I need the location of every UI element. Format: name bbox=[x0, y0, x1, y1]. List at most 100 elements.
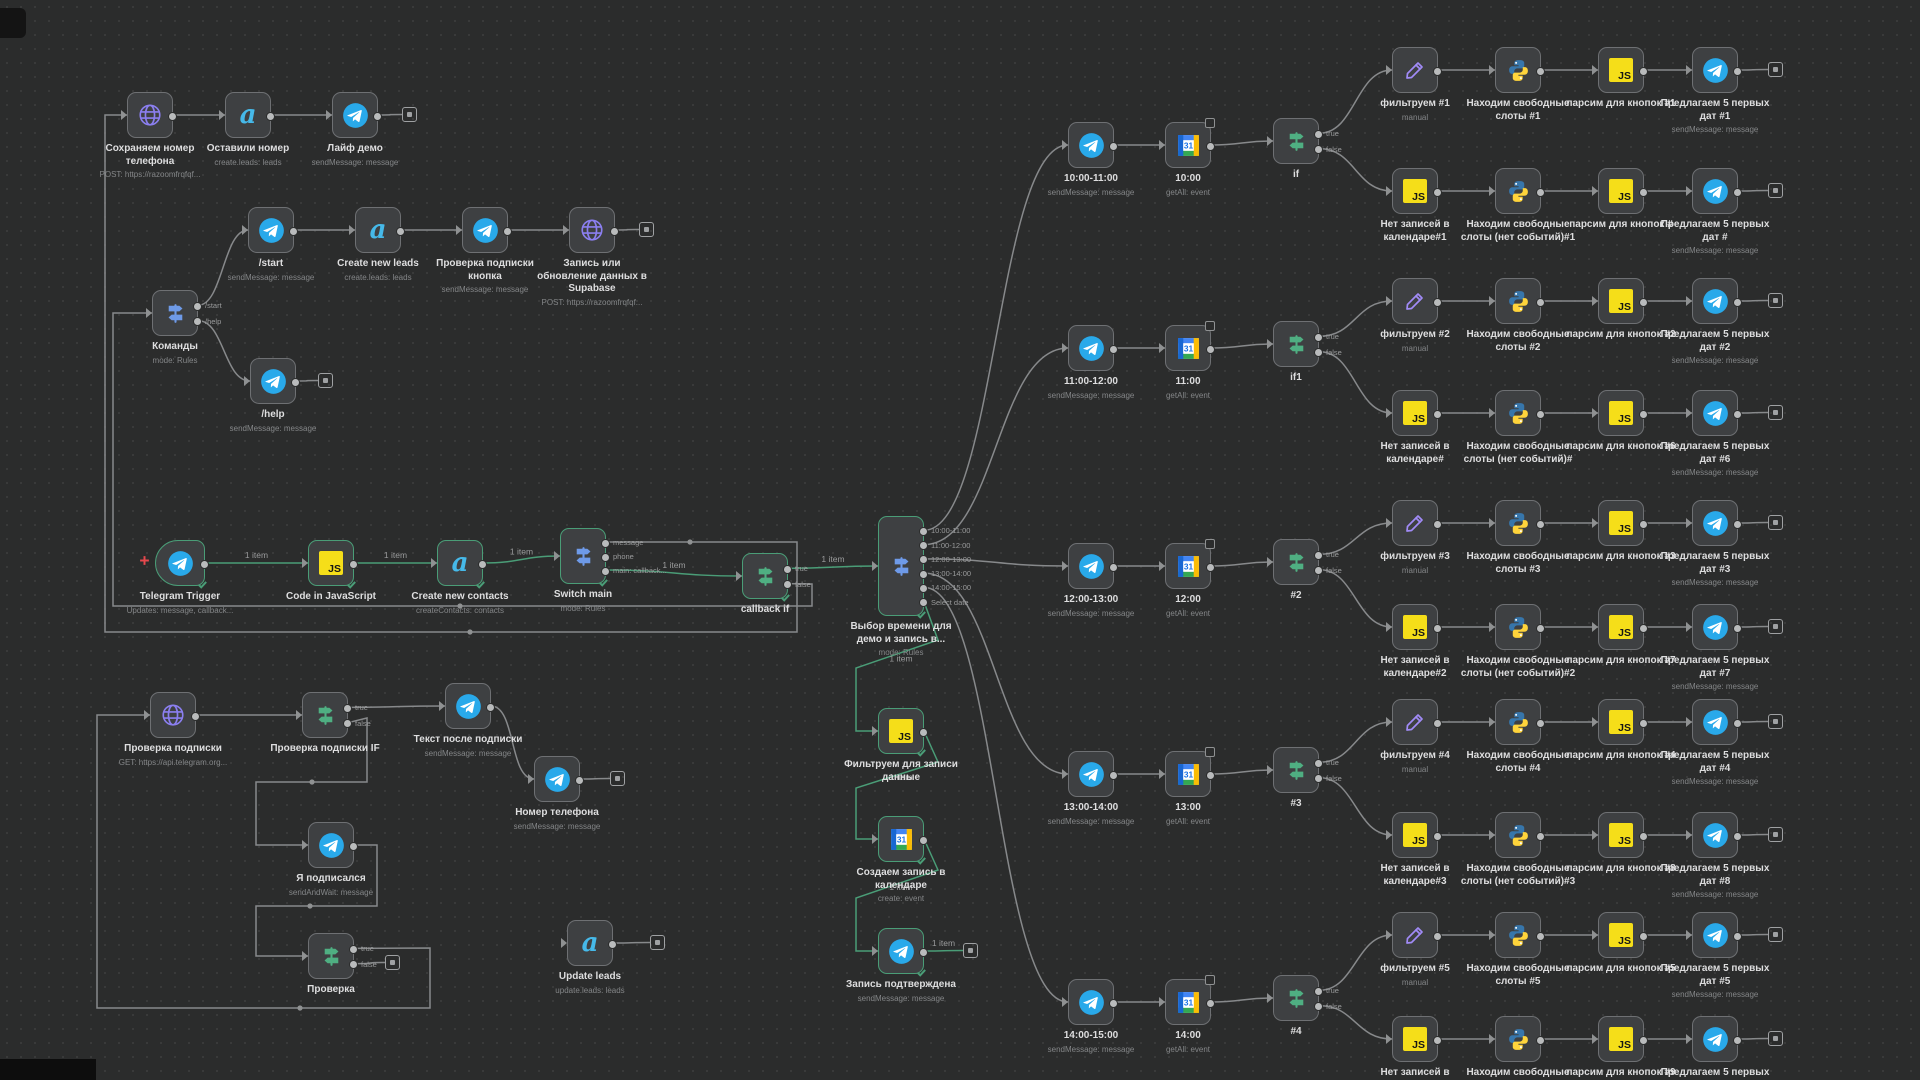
add-node-endpoint[interactable] bbox=[1768, 62, 1783, 77]
output-port[interactable] bbox=[1433, 297, 1442, 307]
output-port[interactable] bbox=[608, 939, 617, 949]
output-port[interactable] bbox=[1639, 297, 1648, 307]
output-port[interactable] bbox=[1639, 623, 1648, 633]
output-port[interactable] bbox=[1733, 66, 1742, 76]
output-port[interactable] bbox=[1433, 519, 1442, 529]
node-r4b1[interactable]: Находим свободные слоты (нет событий)#3 bbox=[1461, 812, 1575, 887]
output-port[interactable] bbox=[1314, 348, 1323, 358]
output-port[interactable] bbox=[373, 111, 382, 121]
output-port[interactable] bbox=[1433, 66, 1442, 76]
input-port[interactable] bbox=[1062, 140, 1068, 150]
add-node-endpoint[interactable] bbox=[639, 222, 654, 237]
node-r4t1[interactable]: Находим свободные слоты #4 bbox=[1466, 699, 1570, 774]
output-port[interactable] bbox=[919, 555, 928, 565]
output-port[interactable] bbox=[289, 226, 298, 236]
output-port[interactable] bbox=[919, 727, 928, 737]
output-port[interactable] bbox=[1536, 66, 1545, 76]
input-port[interactable] bbox=[1592, 408, 1598, 418]
output-port[interactable] bbox=[191, 711, 200, 721]
output-port[interactable] bbox=[610, 226, 619, 236]
input-port[interactable] bbox=[1592, 296, 1598, 306]
output-port[interactable] bbox=[343, 719, 352, 729]
output-port[interactable] bbox=[349, 841, 358, 851]
output-port[interactable] bbox=[200, 559, 209, 569]
output-port[interactable] bbox=[1733, 623, 1742, 633]
input-port[interactable] bbox=[1386, 622, 1392, 632]
input-port[interactable] bbox=[242, 225, 248, 235]
input-port[interactable] bbox=[244, 376, 250, 386]
input-port[interactable] bbox=[326, 110, 332, 120]
input-port[interactable] bbox=[146, 308, 152, 318]
add-node-endpoint[interactable] bbox=[385, 955, 400, 970]
input-port[interactable] bbox=[1686, 186, 1692, 196]
input-port[interactable] bbox=[563, 225, 569, 235]
input-port[interactable] bbox=[528, 774, 534, 784]
output-port[interactable] bbox=[575, 775, 584, 785]
output-port[interactable] bbox=[1314, 145, 1323, 155]
add-node-endpoint[interactable] bbox=[1768, 183, 1783, 198]
output-port[interactable] bbox=[1536, 409, 1545, 419]
input-port[interactable] bbox=[1592, 930, 1598, 940]
input-port[interactable] bbox=[1267, 993, 1273, 1003]
input-port[interactable] bbox=[1062, 561, 1068, 571]
input-port[interactable] bbox=[1386, 717, 1392, 727]
output-port[interactable] bbox=[919, 583, 928, 593]
output-port[interactable] bbox=[1639, 831, 1648, 841]
output-port[interactable] bbox=[1314, 129, 1323, 139]
input-port[interactable] bbox=[1489, 622, 1495, 632]
output-port[interactable] bbox=[1733, 519, 1742, 529]
input-port[interactable] bbox=[872, 834, 878, 844]
input-port[interactable] bbox=[1386, 930, 1392, 940]
input-port[interactable] bbox=[302, 840, 308, 850]
output-port[interactable] bbox=[783, 564, 792, 574]
output-port[interactable] bbox=[601, 538, 610, 548]
input-port[interactable] bbox=[1592, 717, 1598, 727]
add-node-endpoint[interactable] bbox=[650, 935, 665, 950]
input-port[interactable] bbox=[872, 946, 878, 956]
add-node-endpoint[interactable] bbox=[1768, 927, 1783, 942]
output-port[interactable] bbox=[1314, 774, 1323, 784]
add-node-endpoint[interactable] bbox=[1768, 619, 1783, 634]
output-port[interactable] bbox=[1206, 998, 1215, 1008]
output-port[interactable] bbox=[1206, 562, 1215, 572]
output-port[interactable] bbox=[1433, 623, 1442, 633]
input-port[interactable] bbox=[1267, 765, 1273, 775]
add-node-endpoint[interactable] bbox=[1768, 405, 1783, 420]
output-port[interactable] bbox=[1733, 831, 1742, 841]
output-port[interactable] bbox=[1733, 1035, 1742, 1045]
output-port[interactable] bbox=[1206, 141, 1215, 151]
output-port[interactable] bbox=[1639, 187, 1648, 197]
input-port[interactable] bbox=[1686, 930, 1692, 940]
output-port[interactable] bbox=[1314, 550, 1323, 560]
output-port[interactable] bbox=[503, 226, 512, 236]
add-node-endpoint[interactable] bbox=[610, 771, 625, 786]
input-port[interactable] bbox=[1159, 769, 1165, 779]
output-port[interactable] bbox=[919, 526, 928, 536]
input-port[interactable] bbox=[219, 110, 225, 120]
input-port[interactable] bbox=[1489, 717, 1495, 727]
output-port[interactable] bbox=[193, 317, 202, 327]
output-port[interactable] bbox=[919, 569, 928, 579]
input-port[interactable] bbox=[1267, 339, 1273, 349]
output-port[interactable] bbox=[1109, 344, 1118, 354]
input-port[interactable] bbox=[1062, 997, 1068, 1007]
